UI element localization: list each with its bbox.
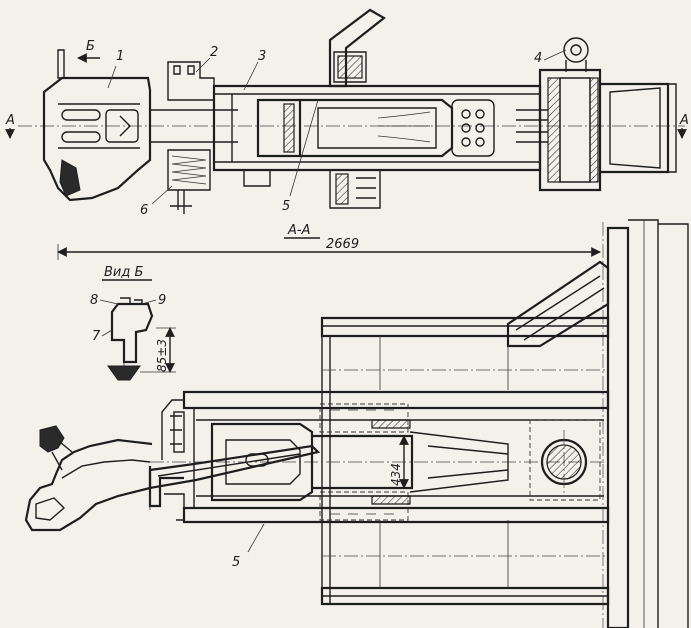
callout-7: 7	[92, 329, 101, 344]
callout-8: 8	[90, 293, 98, 308]
uncoupling-device	[167, 61, 215, 214]
overall-length-dimension: 2669	[57, 237, 601, 260]
view-b-detail: Вид Б 8 9 7 85±3	[90, 265, 176, 381]
section-marker-left: A	[5, 113, 15, 128]
callout-2: 2	[210, 45, 218, 60]
center-sill-top	[212, 8, 542, 209]
section-marker-right: A	[679, 113, 689, 128]
callout-3: 3	[258, 49, 266, 64]
section-title: A-A	[287, 223, 310, 238]
view-arrow-label: Б	[86, 39, 95, 54]
callout-1: 1	[116, 49, 124, 64]
end-beam-top	[516, 37, 677, 192]
callout-9: 9	[158, 293, 166, 308]
dimension-width: 434	[389, 463, 403, 486]
callout-5-top: 5	[282, 199, 290, 214]
dimension-height-tolerance: 85±3	[155, 339, 169, 372]
dimension-overall-length: 2669	[326, 237, 359, 252]
callout-4: 4	[534, 51, 542, 66]
coupler-head-top	[42, 49, 238, 202]
view-b-title: Вид Б	[104, 265, 143, 280]
top-view: A A Б 1 2 3 4 5 6 A-A	[5, 8, 689, 239]
side-view: 434 5	[24, 219, 689, 628]
callout-6: 6	[140, 203, 148, 218]
callout-5-bottom: 5	[232, 555, 240, 570]
